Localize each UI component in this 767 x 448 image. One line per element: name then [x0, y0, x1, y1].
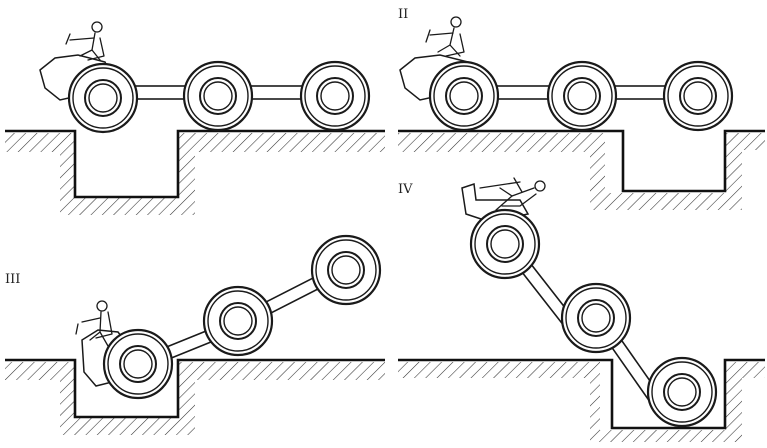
panel-label: IV [398, 182, 413, 197]
wheel-icon [310, 234, 382, 306]
soil-hatch [398, 362, 765, 442]
driver-icon [75, 300, 113, 347]
wheel-icon [546, 60, 618, 132]
trench-icon [398, 358, 765, 430]
wheel-icon [202, 285, 274, 357]
wheel-icon [67, 62, 139, 134]
panel-4: IV [398, 177, 765, 442]
wheel-icon [469, 208, 541, 280]
driver-icon [65, 21, 105, 61]
wheel-icon [646, 356, 718, 428]
wheel-icon [428, 60, 500, 132]
wheel-icon [182, 60, 254, 132]
soil-hatch [5, 133, 385, 215]
panel-2: II [398, 7, 765, 210]
trench-icon [5, 358, 385, 419]
driver-icon [479, 177, 546, 211]
soil-hatch [398, 133, 765, 210]
panel-label: II [398, 7, 408, 22]
trench-icon [398, 129, 765, 193]
wheel-icon [560, 282, 632, 354]
driver-icon [425, 16, 465, 57]
panel-3: III [5, 234, 385, 435]
wheel-icon [662, 60, 734, 132]
panel-label: III [5, 272, 20, 287]
trench-icon [5, 129, 385, 199]
wheel-icon [299, 60, 371, 132]
panel-1 [5, 21, 385, 215]
wheel-icon [102, 328, 174, 400]
soil-hatch [5, 362, 385, 435]
